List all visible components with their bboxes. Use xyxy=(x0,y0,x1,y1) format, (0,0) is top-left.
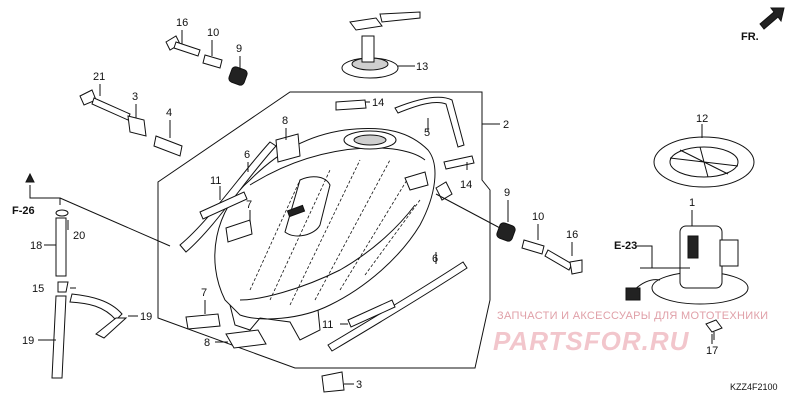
callout-21: 21 xyxy=(93,71,105,83)
callout-18: 18 xyxy=(30,240,42,252)
pad-8-top xyxy=(275,133,301,163)
bolt-21 xyxy=(79,89,131,121)
watermark-line2: PARTSFOR.RU xyxy=(493,326,690,356)
joint-15 xyxy=(57,281,69,293)
cushion-11-bottom xyxy=(347,299,396,328)
fuel-tank xyxy=(214,127,436,341)
callout-6-left: 6 xyxy=(244,149,250,161)
nut-17 xyxy=(705,319,723,340)
collar-10-top xyxy=(202,54,223,69)
tank-assembly-outline xyxy=(157,91,491,369)
strip-6-bottom xyxy=(327,261,468,352)
watermark-line1: ЗАПЧАСТИ И АКСЕССУАРЫ ДЛЯ МОТОТЕХНИКИ xyxy=(497,310,768,322)
callout-8-top: 8 xyxy=(282,115,288,127)
collar-10-right xyxy=(521,239,545,255)
callout-16-right: 16 xyxy=(566,229,578,241)
callout-17: 17 xyxy=(706,345,718,357)
callout-1: 1 xyxy=(689,197,695,209)
up-arrow-icon xyxy=(25,172,35,183)
cushion-14-top xyxy=(335,99,367,111)
key-icon xyxy=(349,17,383,31)
callout-7-left: 7 xyxy=(246,199,252,211)
hose-route-line xyxy=(29,185,61,205)
callout-16-top: 16 xyxy=(176,17,188,29)
callout-13: 13 xyxy=(416,61,428,73)
hose-18 xyxy=(55,217,67,277)
cushion-14-right xyxy=(443,155,475,170)
pad-8-bottom xyxy=(225,329,267,349)
callout-6-bottom: 6 xyxy=(432,253,438,265)
tank-mount-bush xyxy=(435,181,453,201)
cushion-11-left xyxy=(199,191,248,220)
callout-4: 4 xyxy=(166,107,172,119)
strip-5 xyxy=(394,96,465,148)
callout-11-left: 11 xyxy=(210,175,221,187)
collar-4 xyxy=(153,135,183,157)
callout-10-right: 10 xyxy=(532,211,544,223)
arrow-icon xyxy=(759,7,785,30)
bolt-16-top xyxy=(165,35,201,57)
callout-5: 5 xyxy=(424,127,430,139)
front-direction-arrow: FR. xyxy=(741,7,785,43)
callout-7-bottom: 7 xyxy=(201,287,207,299)
hose-19-left xyxy=(51,295,67,379)
bolt-16-right xyxy=(544,249,583,275)
callout-8-bottom: 8 xyxy=(204,337,210,349)
fuel-pump-assembly xyxy=(625,225,749,305)
callout-2: 2 xyxy=(503,119,509,131)
callout-3-top: 3 xyxy=(132,91,138,103)
callout-9-top: 9 xyxy=(236,43,242,55)
callout-19-left: 19 xyxy=(22,335,34,347)
clip-20 xyxy=(55,209,69,217)
direction-label: FR. xyxy=(741,31,759,43)
pad-7-bottom xyxy=(185,313,221,330)
rubber-9-right xyxy=(496,222,516,242)
reference-e23[interactable]: E-23 xyxy=(614,240,637,252)
hose-leader xyxy=(59,197,171,247)
callout-19-right: 19 xyxy=(140,311,152,323)
callout-11-bottom: 11 xyxy=(322,319,333,331)
rubber-9-top xyxy=(228,66,248,86)
callout-3-bottom: 3 xyxy=(356,379,362,391)
catalog-code: KZZ4F2100 xyxy=(730,382,778,392)
rubber-3-bottom xyxy=(321,371,345,393)
callout-12: 12 xyxy=(696,113,708,125)
leader-9-right xyxy=(435,193,501,229)
rubber-3-top xyxy=(127,115,147,137)
callout-14-top: 14 xyxy=(372,97,384,109)
callout-20: 20 xyxy=(73,230,85,242)
pump-gasket-12 xyxy=(653,136,755,188)
reference-f26[interactable]: F-26 xyxy=(12,205,35,217)
callout-9-right: 9 xyxy=(504,187,510,199)
fuel-filler-cap xyxy=(341,11,421,79)
callout-14-right: 14 xyxy=(460,179,472,191)
pad-7-left xyxy=(225,219,253,243)
callout-10-top: 10 xyxy=(207,27,219,39)
callout-15: 15 xyxy=(32,283,44,295)
hose-19-right xyxy=(69,293,123,321)
leader-lines xyxy=(38,30,713,385)
